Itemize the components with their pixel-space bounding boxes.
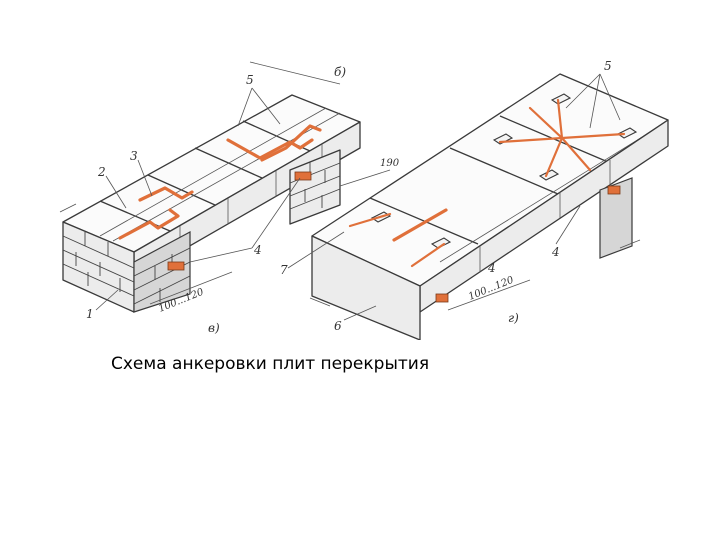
view-label-g: г): [508, 311, 519, 325]
callout-5-right: 5: [604, 59, 612, 73]
right-assembly: [311, 73, 669, 340]
right-rear-support: [599, 177, 633, 259]
anchor-long-bar: [392, 208, 448, 242]
left-assembly: [62, 94, 361, 313]
anchor-bar-7: [348, 212, 392, 228]
callout-4-right-b: 4: [487, 261, 496, 275]
dim-100-120-right: 100...120: [467, 274, 516, 302]
callout-1: 1: [86, 307, 94, 321]
anchor-star: [498, 98, 626, 178]
anchor-plate-front: [167, 261, 185, 271]
anchor-bar-diag: [410, 242, 446, 268]
anchor-bar-rear-2: [260, 124, 322, 162]
left-rear-pier: [289, 149, 341, 225]
anchor-bar-rear: [226, 138, 314, 160]
dim-190: 190: [380, 158, 400, 169]
callout-7: 7: [280, 263, 288, 277]
callout-2: 2: [97, 165, 106, 179]
callout-4-left: 4: [253, 243, 262, 257]
callout-4-right-a: 4: [551, 245, 560, 259]
view-label-v: в): [208, 321, 220, 335]
anchor-bar-mid: [138, 186, 194, 202]
callout-6: 6: [334, 319, 342, 333]
anchoring-diagram: 2 3 1 5 4 б) в) 190 100...120: [59, 59, 669, 340]
anchor-plate-right-front: [435, 293, 449, 303]
view-label-b: б): [334, 65, 346, 79]
anchor-plate-rear: [294, 171, 312, 181]
anchor-plate-right-rear: [607, 185, 621, 195]
right-block-front: [311, 235, 421, 340]
figure-caption: Схема анкеровки плит перекрытия: [111, 354, 430, 374]
callout-3: 3: [130, 149, 138, 163]
anchor-bar-front: [118, 208, 180, 240]
callout-5-left: 5: [246, 73, 254, 87]
